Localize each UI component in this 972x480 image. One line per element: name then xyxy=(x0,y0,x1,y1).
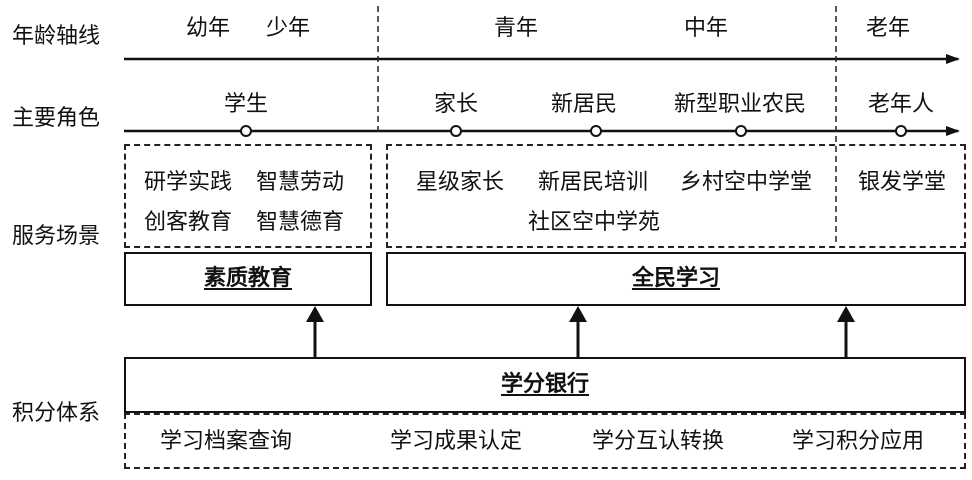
age-stage-youth: 青年 xyxy=(494,16,539,41)
scene-item: 星级家长 xyxy=(416,170,505,195)
scene-item: 智慧德育 xyxy=(256,210,345,235)
row-label-main-roles: 主要角色 xyxy=(12,106,101,131)
category-label: 全民学习 xyxy=(631,266,720,291)
scene-item: 研学实践 xyxy=(144,170,233,195)
age-stage-child: 幼年 xyxy=(186,16,231,41)
credit-bank-box: 学分银行 xyxy=(124,357,966,413)
age-stage-elderly: 老年 xyxy=(866,16,911,41)
age-stage-middle: 中年 xyxy=(684,16,729,41)
credit-bank-title: 学分银行 xyxy=(500,372,589,397)
role-parent: 家长 xyxy=(434,92,479,117)
role-dot-student xyxy=(240,125,252,137)
scene-item: 银发学堂 xyxy=(858,170,947,195)
credit-function: 学习积分应用 xyxy=(792,429,925,454)
role-dot-new-farmer xyxy=(735,125,747,137)
role-senior: 老年人 xyxy=(868,92,935,117)
scene-item: 社区空中学苑 xyxy=(528,210,661,235)
category-lifelong-learning: 全民学习 xyxy=(386,252,966,306)
role-dot-senior xyxy=(895,125,907,137)
scene-box-right xyxy=(386,144,966,248)
role-dot-new-resident xyxy=(590,125,602,137)
age-stage-teen: 少年 xyxy=(266,16,311,41)
role-student: 学生 xyxy=(224,92,269,117)
credit-functions-box xyxy=(124,413,966,469)
credit-function: 学习档案查询 xyxy=(160,429,293,454)
scene-item: 创客教育 xyxy=(144,210,233,235)
role-new-resident: 新居民 xyxy=(551,92,618,117)
row-label-credit-system: 积分体系 xyxy=(12,401,101,426)
category-quality-education: 素质教育 xyxy=(124,252,372,306)
row-label-service-scenes: 服务场景 xyxy=(12,224,101,249)
credit-function: 学分互认转换 xyxy=(592,429,725,454)
scene-item: 智慧劳动 xyxy=(256,170,345,195)
role-new-farmer: 新型职业农民 xyxy=(674,92,807,117)
scene-item: 乡村空中学堂 xyxy=(680,170,813,195)
scene-box-left xyxy=(124,144,372,248)
row-label-age-axis: 年龄轴线 xyxy=(12,24,101,49)
category-label: 素质教育 xyxy=(203,266,292,291)
role-dot-parent xyxy=(450,125,462,137)
scene-item: 新居民培训 xyxy=(538,170,649,195)
credit-function: 学习成果认定 xyxy=(390,429,523,454)
